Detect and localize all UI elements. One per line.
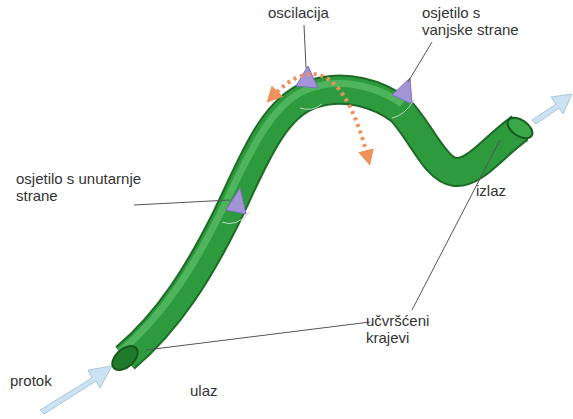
tube-inlet bbox=[108, 341, 142, 374]
tube-outlet bbox=[504, 113, 536, 142]
fixed-ends-label: učvršćeni krajevi bbox=[366, 312, 458, 346]
sensor-rings bbox=[222, 100, 414, 224]
oscillation-arrow bbox=[272, 74, 368, 158]
sensors bbox=[226, 66, 412, 214]
sensor-label: osjetilo s unutarnje strane bbox=[16, 170, 144, 204]
flow-label: protok bbox=[10, 372, 80, 389]
coriolis-tube bbox=[120, 84, 520, 358]
leader-lines bbox=[134, 25, 500, 350]
oscillation-label: oscilacija bbox=[268, 4, 358, 21]
sensor-label: osjetilo s vanjske strane bbox=[422, 4, 534, 38]
inlet-label: ulaz bbox=[190, 382, 250, 399]
outlet-label: izlaz bbox=[476, 182, 536, 199]
flow-out-arrow bbox=[532, 94, 572, 124]
